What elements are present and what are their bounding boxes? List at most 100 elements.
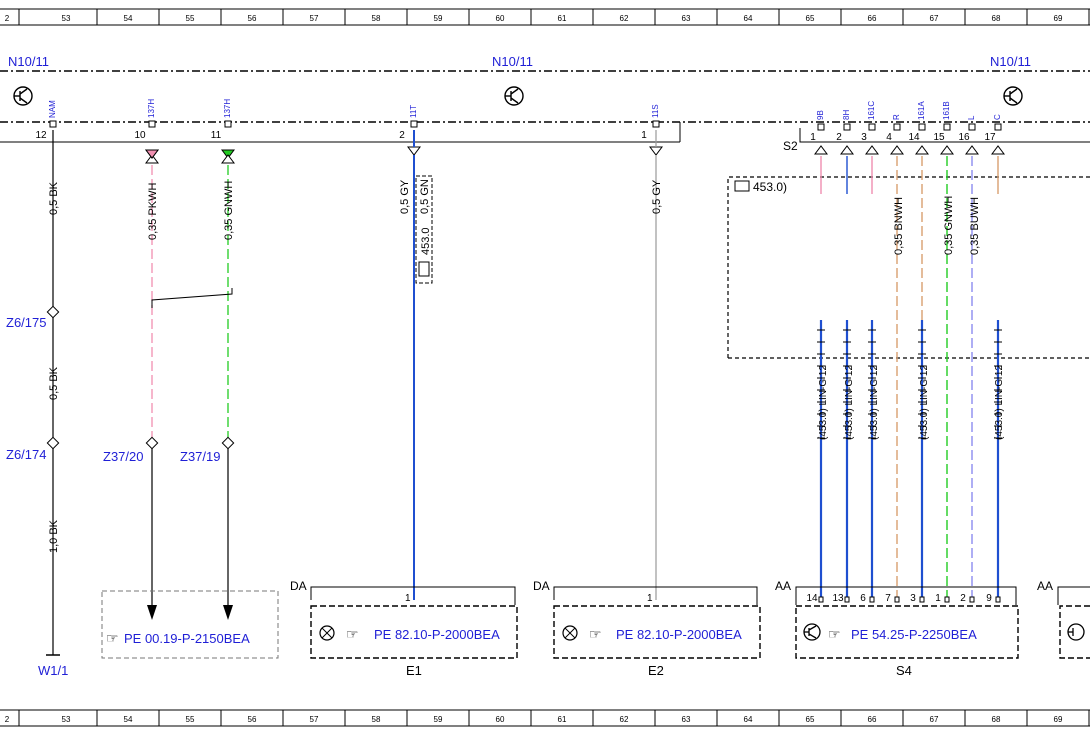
ruler-number: 61 [558,14,567,23]
can-label-2: (453.0) LIN-G 12 [844,365,855,440]
can-label-5: (453.0) LIN-G 12 [994,365,1005,440]
pe-box-left [101,590,279,659]
component-e2: E2 [648,663,664,678]
pin-code: 161A [917,101,926,120]
ref-region-453 [727,176,1090,358]
ruler-number: 67 [930,14,939,23]
pin-marker [995,596,1001,603]
ruler-number: 63 [682,14,691,23]
vehicle-icon-left [418,261,430,277]
pin-number: 9 [986,593,992,604]
pin-code: C [993,114,1002,120]
pin-marker [868,123,876,131]
ruler-number: 56 [248,14,257,23]
ruler-number: 60 [496,715,505,724]
hand-pointer-icon: ☞ [106,630,119,646]
module-icon-left [13,86,33,106]
pe-link-e2[interactable]: PE 82.10-P-2000BEA [616,627,742,642]
wire-label-bnwh: 0,35 BNWH [893,197,905,255]
ruler-number: 69 [1054,715,1063,724]
s4-connector-label: AA [775,579,791,593]
pin-marker [969,596,975,603]
wire-label-gy1: 0,5 GY [399,179,411,214]
pin-number: 2 [836,132,842,143]
pin-marker [652,120,660,128]
hand-pointer-icon-s4: ☞ [828,626,841,642]
pin-code: 161C [867,101,876,120]
wire-label-bk-3: 1,0 BK [48,519,60,553]
pe-link-left[interactable]: PE 00.19-P-2150BEA [124,631,250,646]
pin-code: 137H [223,99,232,118]
twisted-pair-marker [151,288,233,308]
can-label-4: (453.0) LIN-G 12 [919,365,930,440]
pin-marker [919,596,925,603]
ruler-number: 54 [124,14,133,23]
pe-link-s4[interactable]: PE 54.25-P-2250BEA [851,627,977,642]
module-icon-right [1003,86,1023,106]
ruler-number: 66 [868,715,877,724]
module-label-right: N10/11 [990,54,1031,69]
wire-label-gn1: 0,5 GN [419,179,431,214]
pin-number: 7 [885,593,891,604]
pin-number: 11 [211,130,222,141]
pin-marker [918,123,926,131]
e1-pin: 1 [405,593,411,604]
pin-code: 11T [409,105,418,118]
pin-arrow [840,145,854,155]
node-w1-1: W1/1 [38,663,68,678]
lamp-icon-e2 [562,625,578,641]
pin-code: 9B [816,110,825,120]
ruler-number: 60 [496,14,505,23]
ruler-number: 63 [682,715,691,724]
pin-arrow [991,145,1005,155]
module-label-center: N10/11 [492,54,533,69]
pin-arrow [890,145,904,155]
ruler-number: 57 [310,715,319,724]
module-label-left: N10/11 [8,54,49,69]
pin-number: 14 [908,132,920,143]
pin-code: 8H [842,110,851,120]
pin-number: 2 [399,130,405,141]
pin-number: 3 [861,132,867,143]
pin-code: 137H [147,99,156,118]
component-s4: S4 [896,663,912,678]
pin-number: 10 [134,130,146,141]
pin-marker [893,123,901,131]
node-z6-175: Z6/175 [6,315,46,330]
ruler-number: 69 [1054,14,1063,23]
vehicle-icon-right [734,180,750,192]
pin-arrow [940,145,954,155]
pin-marker [968,123,976,131]
pin-number: 2 [960,593,966,604]
pin-marker [994,123,1002,131]
node-z37-20: Z37/20 [103,449,143,464]
pin-number: 1 [810,132,816,143]
component-box-partial [1059,605,1090,659]
ruler-number: 58 [372,14,381,23]
ruler-number: 57 [310,14,319,23]
aa-connector-label-right: AA [1037,579,1053,593]
pin-marker [894,596,900,603]
ruler-number: 61 [558,715,567,724]
pin-marker [49,120,57,128]
pin-marker [844,596,850,603]
pin-marker [410,120,418,128]
ruler-number: 59 [434,14,443,23]
pin-number: 16 [958,132,970,143]
pin-number: 17 [984,132,996,143]
component-box-s4 [795,605,1019,659]
s2-label: S2 [783,139,798,153]
pe-link-e1[interactable]: PE 82.10-P-2000BEA [374,627,500,642]
e2-pin: 1 [647,593,653,604]
pin-number: 15 [933,132,945,143]
splice-z37-19 [221,436,235,450]
ruler-number: 2 [5,14,10,23]
component-box-e1 [310,605,518,659]
pin-number: 13 [832,593,844,604]
ruler-number: 68 [992,14,1001,23]
can-label-1: (453.0) LIN-G 12 [818,365,829,440]
lamp-icon-e1 [319,625,335,641]
